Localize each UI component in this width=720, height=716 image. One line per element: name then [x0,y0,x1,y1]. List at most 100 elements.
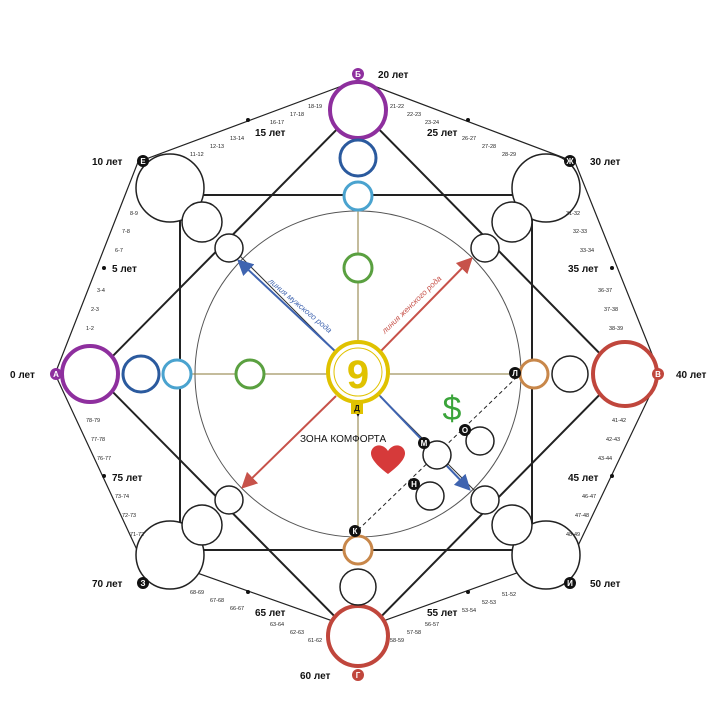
tick-32-33: 32-33 [573,229,587,235]
marker-B: Б [352,68,364,80]
marker-O: О [459,424,471,436]
age-25: 25 лет [427,128,458,139]
circle-zh-3 [470,233,500,263]
tick-27-28: 27-28 [482,144,496,150]
svg-text:З: З [140,579,145,588]
svg-text:Ж: Ж [565,157,574,166]
tick-66-67: 66-67 [230,606,244,612]
tick-7-8: 7-8 [122,229,130,235]
age-75: 75 лет [112,473,143,484]
marker-Z: З [137,577,149,589]
dot-15 [246,118,250,122]
dot-25 [466,118,470,122]
tick-8-9: 8-9 [130,211,138,217]
tick-62-63: 62-63 [290,630,304,636]
svg-text:О: О [462,426,468,435]
marker-A: А [50,368,62,380]
circle-e-2 [181,201,223,243]
male-arrow [237,259,337,353]
tick-68-69: 68-69 [190,590,204,596]
age-60: 60 лет [300,671,331,682]
tick-57-58: 57-58 [407,630,421,636]
tick-12-13: 12-13 [210,144,224,150]
age-50: 50 лет [590,579,621,590]
tick-61-62: 61-62 [308,638,322,644]
circle-A [60,344,120,404]
dot-65 [246,590,250,594]
svg-text:А: А [53,370,59,379]
circle-M [422,440,452,470]
dot-45 [610,474,614,478]
age-35: 35 лет [568,264,599,275]
age-15: 15 лет [255,128,286,139]
circle-a-3 [161,358,193,390]
tick-71-72: 71-72 [130,532,144,538]
tick-38-39: 38-39 [609,326,623,332]
marker-E: Е [137,155,149,167]
dot-75 [102,474,106,478]
tick-77-78: 77-78 [91,437,105,443]
tick-42-43: 42-43 [606,437,620,443]
tick-1-2: 1-2 [86,326,94,332]
tick-78-79: 78-79 [86,418,100,424]
tick-67-68: 67-68 [210,598,224,604]
circle-K [342,534,374,566]
age-0: 0 лет [10,370,35,381]
tick-23-24: 23-24 [425,120,439,126]
marker-K: К [349,525,361,537]
circle-i-3 [470,485,500,515]
svg-text:И: И [567,579,573,588]
age-5: 5 лет [112,264,137,275]
center-inner-ring [333,347,383,397]
tick-13-14: 13-14 [230,136,244,142]
female-line-label: линия женского рода [379,274,443,337]
tick-37-38: 37-38 [604,307,618,313]
female-arrow-down [241,395,337,489]
tick-52-53: 52-53 [482,600,496,606]
circle-b-2 [338,138,378,178]
circle-O [465,426,495,456]
center-number: 9 [347,353,369,397]
svg-text:Б: Б [355,70,361,79]
marker-Zh: Ж [564,155,576,167]
tick-43-44: 43-44 [598,456,612,462]
age-55: 55 лет [427,608,458,619]
age-65: 65 лет [255,608,286,619]
marker-M: М [418,437,430,449]
tick-16-17: 16-17 [270,120,284,126]
circle-zh-2 [491,201,533,243]
tick-72-73: 72-73 [122,513,136,519]
circle-B [328,80,388,140]
tick-58-59: 58-59 [390,638,404,644]
circle-N [415,481,445,511]
age-10: 10 лет [92,157,123,168]
dot-55 [466,590,470,594]
tick-2-3: 2-3 [91,307,99,313]
age-70: 70 лет [92,579,123,590]
circle-z-2 [181,504,223,546]
tick-41-42: 41-42 [612,418,626,424]
svg-text:В: В [655,370,661,379]
comfort-zone-label: ЗОНА КОМФОРТА [300,434,386,445]
circle-a-4 [234,358,266,390]
tick-21-22: 21-22 [390,104,404,110]
tick-3-4: 3-4 [97,288,105,294]
age-40: 40 лет [676,370,707,381]
tick-48-49: 48-49 [566,532,580,538]
circle-L [518,358,550,390]
circle-v-2 [551,355,589,393]
circle-z-3 [214,485,244,515]
tick-73-74: 73-74 [115,494,129,500]
marker-D: Д [351,403,363,414]
marker-L: Л [509,367,521,379]
tick-36-37: 36-37 [598,288,612,294]
circle-Zh [511,153,581,223]
female-arrow [379,257,473,353]
tick-46-47: 46-47 [582,494,596,500]
tick-6-7: 6-7 [115,248,123,254]
age-30: 30 лет [590,157,621,168]
tick-63-64: 63-64 [270,622,284,628]
tick-33-34: 33-34 [580,248,594,254]
age-20: 20 лет [378,70,409,81]
